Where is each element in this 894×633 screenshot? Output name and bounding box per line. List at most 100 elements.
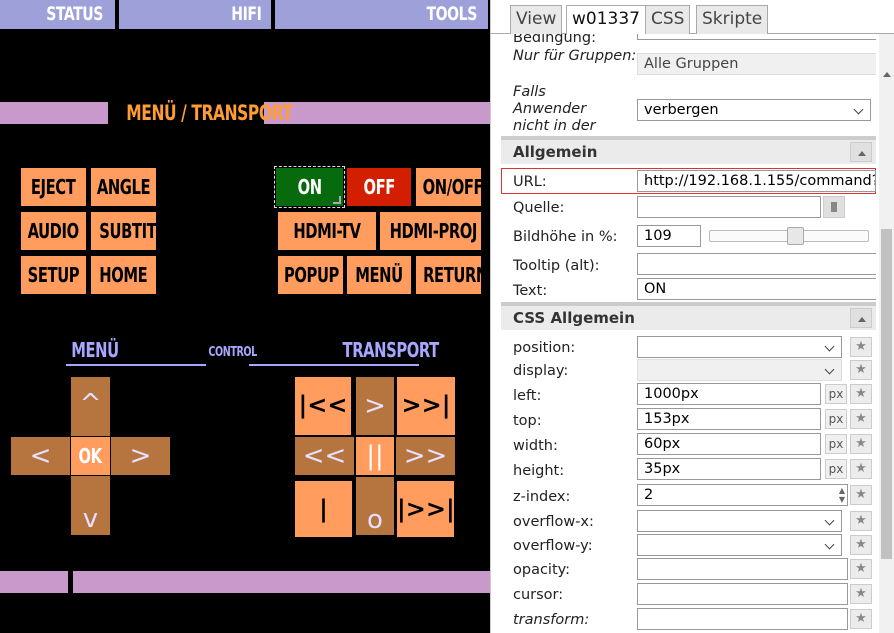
- scroll-up-icon[interactable]: [883, 72, 891, 77]
- nav-tools-label: TOOLS: [426, 3, 477, 25]
- css-top-unit[interactable]: px: [825, 409, 847, 429]
- hide-if-not-in-group-select[interactable]: verbergen: [637, 99, 871, 121]
- dpad-left-button[interactable]: <: [11, 437, 70, 475]
- css-height-unit[interactable]: px: [825, 459, 847, 479]
- widget-preview: STATUS HIFI TOOLS MENÜ / TRANSPORT EJECT…: [0, 0, 490, 633]
- star-icon[interactable]: ★: [850, 384, 872, 404]
- nav-tools-button[interactable]: TOOLS: [275, 0, 488, 29]
- css-zindex-input[interactable]: 2▲▼: [637, 484, 848, 506]
- star-icon[interactable]: ★: [850, 485, 872, 505]
- star-icon[interactable]: ★: [850, 434, 872, 454]
- audio-button[interactable]: AUDIO: [21, 212, 86, 250]
- css-cursor-input[interactable]: [637, 583, 848, 605]
- transport-chapter-forward-button[interactable]: |>>|: [397, 481, 455, 537]
- transport-pause-button[interactable]: ||: [356, 437, 394, 475]
- css-overflow-x-select[interactable]: [637, 510, 842, 532]
- css-display-select[interactable]: [637, 359, 842, 381]
- css-left-label: left:: [513, 388, 542, 404]
- resize-handle-icon[interactable]: [333, 196, 341, 204]
- image-height-slider-knob[interactable]: [787, 227, 804, 245]
- attribute-editor: View w01337 CSS Skripte Bedingung: Nur f…: [490, 0, 894, 633]
- transport-skip-forward-button[interactable]: >>|: [397, 377, 455, 435]
- nav-status-label: STATUS: [46, 3, 103, 25]
- dpad-up-button[interactable]: ^: [71, 377, 110, 436]
- url-input[interactable]: http://192.168.1.155/command?: [637, 170, 876, 192]
- star-icon[interactable]: ★: [850, 535, 872, 555]
- css-left-unit[interactable]: px: [825, 384, 847, 404]
- star-icon[interactable]: ★: [850, 409, 872, 429]
- star-icon[interactable]: ★: [850, 559, 872, 579]
- section-general-header[interactable]: Allgemein: [501, 136, 876, 164]
- menu-button[interactable]: MENÜ: [347, 256, 411, 294]
- section-css-title: CSS Allgemein: [513, 309, 635, 327]
- dpad-ok-button[interactable]: OK: [71, 437, 110, 475]
- chevron-up-icon[interactable]: [850, 308, 872, 328]
- editor-scrollbar[interactable]: [879, 34, 894, 633]
- css-width-input[interactable]: 60px: [637, 433, 821, 455]
- on-button[interactable]: ON: [274, 166, 345, 208]
- css-position-select[interactable]: [637, 336, 842, 358]
- scrollbar-thumb[interactable]: [881, 229, 892, 559]
- tab-view[interactable]: View: [510, 5, 563, 34]
- css-opacity-input[interactable]: [637, 558, 848, 580]
- css-transform-input[interactable]: [637, 608, 848, 630]
- groups-select[interactable]: Alle Gruppen: [637, 53, 876, 75]
- css-width-unit[interactable]: px: [825, 434, 847, 454]
- transport-rewind-button[interactable]: <<: [295, 437, 354, 475]
- eject-button[interactable]: EJECT: [21, 168, 86, 206]
- return-button[interactable]: RETURN: [416, 256, 488, 294]
- image-height-label: Bildhöhe in %:: [513, 229, 618, 245]
- setup-button[interactable]: SETUP: [21, 256, 86, 294]
- star-icon[interactable]: ★: [850, 511, 872, 531]
- hdmi-tv-button[interactable]: HDMI-TV: [278, 212, 376, 250]
- tab-scripts[interactable]: Skripte: [696, 5, 769, 34]
- text-input[interactable]: ON: [637, 278, 876, 300]
- css-overflow-y-select[interactable]: [637, 534, 842, 556]
- css-left-input[interactable]: 1000px: [637, 383, 821, 405]
- transport-stop-button[interactable]: o: [356, 477, 394, 535]
- home-button[interactable]: HOME: [91, 256, 156, 294]
- popup-button[interactable]: POPUP: [278, 256, 343, 294]
- transport-fast-forward-button[interactable]: >>: [396, 437, 455, 475]
- nav-hifi-button[interactable]: HIFI: [119, 0, 271, 29]
- transport-chapter-back-button[interactable]: |<<|: [295, 481, 352, 579]
- subtitle-button[interactable]: SUBTITLE: [91, 212, 175, 250]
- star-icon[interactable]: ★: [850, 584, 872, 604]
- star-icon[interactable]: ★: [850, 609, 872, 629]
- tooltip-label: Tooltip (alt):: [513, 258, 600, 274]
- on-off-button[interactable]: ON/OFF: [416, 168, 484, 206]
- tab-widget[interactable]: w01337: [566, 5, 646, 35]
- css-display-label: display:: [513, 363, 569, 379]
- star-icon[interactable]: ★: [850, 360, 872, 380]
- title-band-left: [0, 102, 110, 124]
- section-menu-line: [66, 364, 206, 366]
- star-icon[interactable]: ★: [850, 337, 872, 357]
- hdmi-proj-button[interactable]: HDMI-PROJ: [380, 212, 481, 250]
- angle-button[interactable]: ANGLE: [91, 168, 156, 206]
- dpad-down-button[interactable]: v: [71, 476, 110, 535]
- tab-css[interactable]: CSS: [645, 5, 691, 34]
- source-input[interactable]: [637, 196, 821, 218]
- star-icon[interactable]: ★: [850, 459, 872, 479]
- off-button[interactable]: OFF: [347, 168, 411, 206]
- section-css-header[interactable]: CSS Allgemein: [501, 302, 876, 330]
- condition-input[interactable]: [637, 34, 876, 40]
- transport-skip-back-button[interactable]: |<<: [295, 377, 351, 435]
- dpad-right-button[interactable]: >: [111, 437, 170, 475]
- condition-label: Bedingung:: [513, 34, 596, 46]
- image-height-input[interactable]: 109: [637, 225, 701, 247]
- file-browse-icon[interactable]: [823, 196, 845, 218]
- spinner-arrows-icon[interactable]: ▲▼: [838, 486, 845, 504]
- url-label: URL:: [513, 174, 547, 190]
- nav-status-button[interactable]: STATUS: [0, 0, 115, 29]
- css-top-input[interactable]: 153px: [637, 408, 821, 430]
- nav-hifi-label: HIFI: [231, 3, 263, 25]
- tooltip-input[interactable]: [637, 253, 876, 275]
- css-height-input[interactable]: 35px: [637, 458, 821, 480]
- css-cursor-label: cursor:: [513, 587, 564, 603]
- css-position-label: position:: [513, 340, 576, 356]
- image-height-slider[interactable]: [709, 227, 869, 245]
- source-label: Quelle:: [513, 200, 565, 216]
- transport-play-button[interactable]: >: [356, 377, 394, 435]
- chevron-up-icon[interactable]: [850, 142, 872, 162]
